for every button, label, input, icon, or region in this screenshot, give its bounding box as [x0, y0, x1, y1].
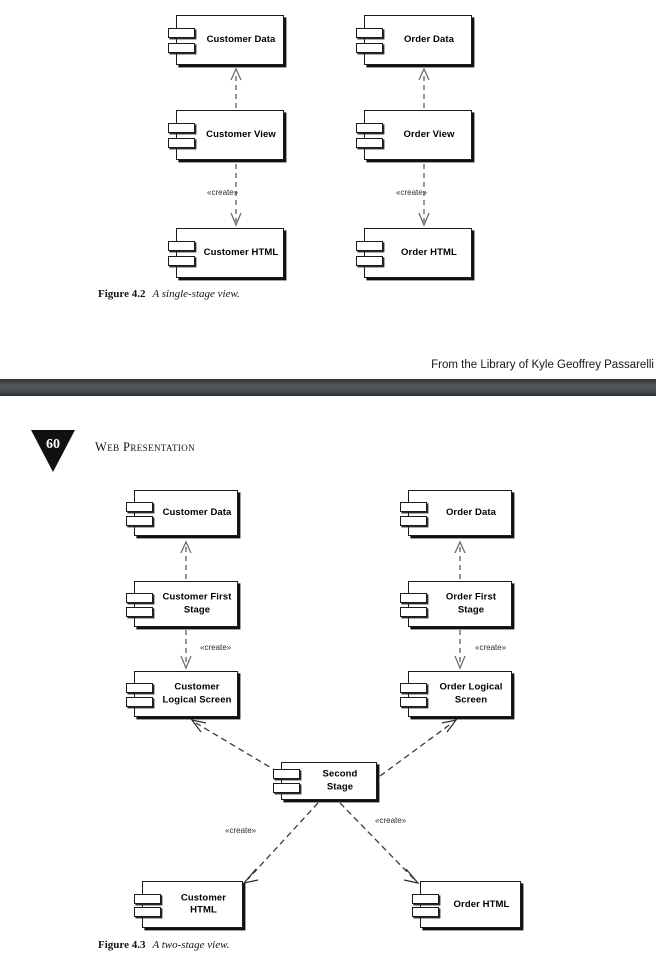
- component-port-icon: [400, 696, 427, 707]
- component-port-icon: [412, 907, 439, 918]
- component-port-icon: [126, 696, 153, 707]
- component-port-icon: [126, 593, 153, 604]
- component-port-icon: [126, 683, 153, 694]
- running-head-title: Web Presentation: [95, 440, 196, 454]
- component-label: Customer Data: [162, 506, 232, 518]
- component-order-html[interactable]: Order HTML: [356, 228, 472, 278]
- component-label: Customer Logical Screen: [162, 681, 232, 706]
- component-customer-data[interactable]: Customer Data: [168, 15, 284, 65]
- component-port-icon: [168, 241, 195, 252]
- page-number: 60: [46, 437, 60, 452]
- component-port-icon: [126, 502, 153, 513]
- component-label: Customer HTML: [180, 892, 227, 916]
- component-customer-html-2[interactable]: Customer HTML: [134, 881, 243, 928]
- component-port-icon: [400, 683, 427, 694]
- component-order-first-stage[interactable]: Order First Stage: [400, 581, 512, 627]
- stereotype-create-customer: «create»: [207, 188, 239, 197]
- component-port-icon: [168, 123, 195, 134]
- component-port-icon: [412, 893, 439, 904]
- component-port-icon: [356, 42, 383, 53]
- connector-customer-view-to-data: [230, 67, 430, 227]
- component-port-icon: [356, 137, 383, 148]
- component-port-icon: [126, 515, 153, 526]
- component-label: Order HTML: [453, 898, 510, 910]
- component-port-icon: [400, 593, 427, 604]
- component-label: Customer View: [206, 128, 276, 140]
- component-port-icon: [168, 255, 195, 266]
- component-port-icon: [400, 502, 427, 513]
- component-customer-data-2[interactable]: Customer Data: [126, 490, 238, 536]
- component-second-stage[interactable]: Second Stage: [273, 762, 377, 800]
- component-order-data[interactable]: Order Data: [356, 15, 472, 65]
- component-label: Order View: [403, 128, 455, 140]
- page-divider-band: [0, 379, 656, 396]
- component-port-icon: [168, 137, 195, 148]
- component-port-icon: [134, 907, 161, 918]
- component-customer-html[interactable]: Customer HTML: [168, 228, 284, 278]
- component-port-icon: [400, 515, 427, 526]
- stereotype-create-customer-first: «create»: [200, 643, 232, 652]
- stereotype-create-order: «create»: [396, 188, 428, 197]
- component-port-icon: [356, 255, 383, 266]
- figure-number: Figure 4.2: [98, 288, 146, 300]
- component-label: Customer First Stage: [162, 591, 232, 616]
- component-label: Customer Data: [206, 33, 276, 45]
- figure-title: A two-stage view.: [152, 939, 230, 951]
- component-label: Second Stage: [322, 768, 358, 793]
- component-port-icon: [273, 783, 300, 794]
- component-port-icon: [134, 893, 161, 904]
- component-port-icon: [356, 123, 383, 134]
- component-port-icon: [356, 28, 383, 39]
- component-order-data-2[interactable]: Order Data: [400, 490, 512, 536]
- component-label: Order HTML: [401, 246, 457, 258]
- watermark-text: From the Library of Kyle Geoffrey Passar…: [431, 359, 654, 371]
- component-order-view[interactable]: Order View: [356, 110, 472, 160]
- stereotype-create-order-html: «create»: [375, 816, 407, 825]
- component-order-html-2[interactable]: Order HTML: [412, 881, 521, 928]
- page-number-triangle-icon: [31, 430, 75, 472]
- component-port-icon: [273, 768, 300, 779]
- component-label: Customer HTML: [203, 246, 279, 258]
- component-order-logical-screen[interactable]: Order Logical Screen: [400, 671, 512, 717]
- component-customer-logical-screen[interactable]: Customer Logical Screen: [126, 671, 238, 717]
- component-port-icon: [168, 42, 195, 53]
- component-port-icon: [168, 28, 195, 39]
- figure-caption-4-3: Figure 4.3 A two-stage view.: [98, 939, 229, 951]
- component-customer-view[interactable]: Customer View: [168, 110, 284, 160]
- component-label: Order Data: [403, 33, 455, 45]
- component-label: Order Logical Screen: [439, 681, 503, 706]
- component-label: Order Data: [445, 506, 497, 518]
- stereotype-create-customer-html: «create»: [225, 826, 257, 835]
- figure-title: A single-stage view.: [152, 288, 240, 300]
- component-port-icon: [400, 606, 427, 617]
- component-port-icon: [356, 241, 383, 252]
- component-port-icon: [126, 606, 153, 617]
- figure-number: Figure 4.3: [98, 939, 146, 951]
- component-label: Order First Stage: [445, 591, 497, 616]
- component-customer-first-stage[interactable]: Customer First Stage: [126, 581, 238, 627]
- stereotype-create-order-first: «create»: [475, 643, 507, 652]
- figure-caption-4-2: Figure 4.2 A single-stage view.: [98, 288, 240, 300]
